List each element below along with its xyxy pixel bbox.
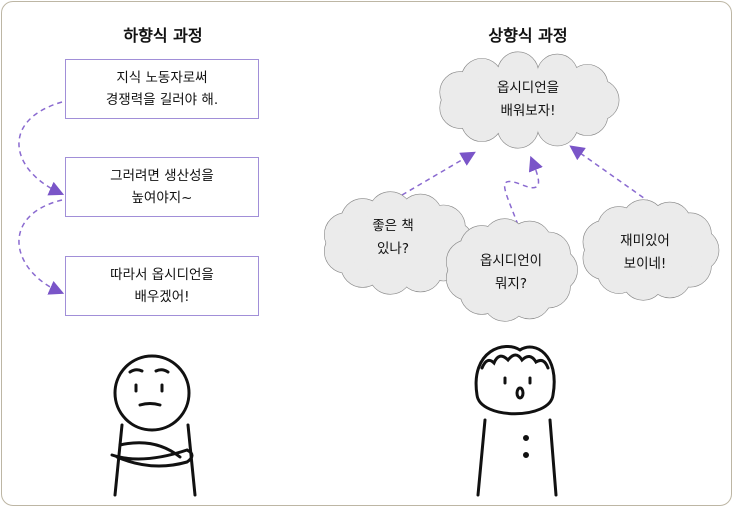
- arrow-thought1-to-goal: [401, 151, 476, 196]
- step-box-1: 지식 노동자로써 경쟁력을 길러야 해.: [65, 59, 259, 119]
- step-text: 높여야지~: [131, 190, 193, 206]
- thought-cloud-1: [323, 191, 475, 295]
- step-text: 따라서 옵시디언을: [110, 267, 214, 283]
- cloud-line: 보이네!: [623, 256, 667, 272]
- step-box-3: 따라서 옵시디언을 배우겠어!: [65, 256, 259, 316]
- thought-cloud-text-2: 옵시디언이 뭐지?: [441, 250, 581, 296]
- step-text: 지식 노동자로써: [116, 70, 208, 86]
- thought-cloud-text-1: 좋은 책 있나?: [323, 215, 463, 261]
- step-text: 배우겠어!: [134, 289, 190, 305]
- cloud-line: 재미있어: [620, 233, 670, 249]
- cloud-line: 옵시디언이: [479, 253, 543, 269]
- cloud-line: 옵시디언을: [496, 80, 560, 96]
- figure-surprised: [474, 345, 558, 497]
- cloud-line: 좋은 책: [372, 218, 414, 234]
- bottom-up-title: 상향식 과정: [488, 26, 568, 45]
- thought-cloud-2: [445, 218, 578, 322]
- cloud-line: 뭐지?: [494, 276, 527, 292]
- arrow-thought2-to-goal: [504, 155, 543, 226]
- top-down-title: 하향식 과정: [123, 26, 203, 45]
- thought-cloud-3: [582, 199, 720, 301]
- cloud-line: 배워보자!: [500, 103, 556, 119]
- step-text: 경쟁력을 길러야 해.: [105, 92, 219, 108]
- step-box-2: 그러려면 생산성을 높여야지~: [65, 157, 259, 217]
- arrow-step1-to-step2: [18, 101, 65, 196]
- arrow-step2-to-step3: [18, 199, 65, 295]
- goal-cloud-text: 옵시디언을 배워보자!: [458, 77, 598, 123]
- thought-cloud-text-3: 재미있어 보이네!: [575, 230, 715, 276]
- figure-arms-crossed: [110, 354, 197, 497]
- cloud-line: 있나?: [376, 241, 409, 257]
- step-text: 그러려면 생산성을: [110, 168, 214, 184]
- goal-cloud: [439, 51, 620, 149]
- arrow-thought3-to-goal: [569, 145, 659, 209]
